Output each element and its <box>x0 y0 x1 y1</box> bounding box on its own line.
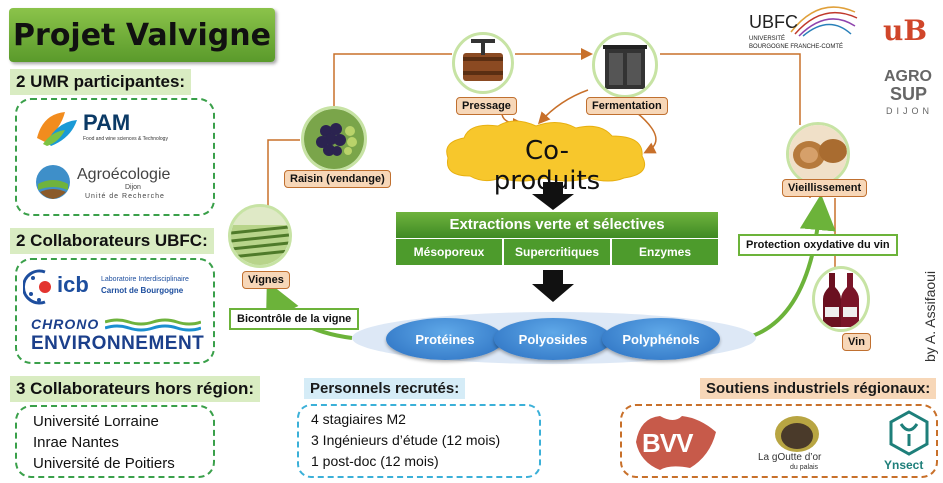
soutiens-heading: Soutiens industriels régionaux: <box>700 378 937 399</box>
soutiens-box: BVV La gOutte d’or du palais Ynsect <box>620 404 938 478</box>
ynsect-logo: Ynsect <box>884 410 934 476</box>
vin-label: Vin <box>842 333 871 351</box>
extractions-bar: Extractions verte et sélectives <box>396 212 718 238</box>
vieillissement-image <box>786 122 850 186</box>
goutte-line2: du palais <box>790 464 819 471</box>
product-polyosides: Polyosides <box>494 318 612 360</box>
agrosup-logo: AGRO SUP DIJON <box>872 68 936 120</box>
personnel-item: 1 post-doc (12 mois) <box>311 453 439 469</box>
bvv-leaf-icon <box>636 416 716 470</box>
author-credit: by A. Assifaoui <box>922 270 938 362</box>
fermentation-to-vieillissement-line <box>660 53 801 125</box>
hors-region-item: Université Lorraine <box>33 413 159 430</box>
method-enzymes: Enzymes <box>612 239 718 265</box>
extraction-methods: Mésoporeux Supercritiques Enzymes <box>396 239 718 265</box>
pressage-label: Pressage <box>456 97 517 115</box>
ub-logo: uB <box>874 12 936 48</box>
method-mesoporeux: Mésoporeux <box>396 239 502 265</box>
agrosup-line2: SUP <box>890 84 928 104</box>
raisin-image <box>301 106 367 172</box>
vignes-label: Vignes <box>242 271 290 289</box>
ubfc-name: UBFC <box>749 12 798 32</box>
fermentation-to-coproduits-arrow <box>537 89 589 125</box>
protection-tag: Protection oxydative du vin <box>738 234 898 256</box>
biocontrole-tag: Bicontrôle de la vigne <box>229 308 360 330</box>
fermentation-tank-icon <box>603 45 647 89</box>
goutte-drop-icon <box>775 416 819 452</box>
personnel-item: 3 Ingénieurs d’étude (12 mois) <box>311 432 501 448</box>
icb-line1: Laboratoire Interdisciplinaire <box>101 276 189 283</box>
agroecologie-name: Agroécologie <box>77 166 171 183</box>
pam-name: PAM <box>83 110 131 135</box>
agrosup-line1: AGRO <box>884 68 932 85</box>
pam-logo: PAM Food and wine sciences & Technology <box>35 108 175 152</box>
wine-bottles-icon <box>823 273 859 327</box>
bvv-text: BVV <box>642 428 693 458</box>
ynsect-icon <box>889 410 929 456</box>
fermentation-label: Fermentation <box>586 97 668 115</box>
ubfc-line2: BOURGOGNE FRANCHE-COMTÉ <box>749 44 844 50</box>
icb-molecule-icon <box>23 269 51 305</box>
pam-leaf-icon <box>37 112 77 146</box>
vignes-image <box>228 204 292 268</box>
extraction-down-arrow <box>532 270 574 302</box>
project-title-box: Projet Valvigne <box>9 8 275 62</box>
personnels-heading: Personnels recrutés: <box>304 378 466 399</box>
vin-image <box>812 266 870 332</box>
chrono-waves-icon <box>105 318 201 332</box>
agroecologie-logo: Agroécologie Dijon Unité de Recherche <box>31 160 201 208</box>
chrono-environnement-logo: CHRONO ENVIRONNEMENT <box>31 316 205 358</box>
goutte-dor-logo: La gOutte d’or du palais <box>750 410 860 476</box>
project-title: Projet Valvigne <box>13 17 271 53</box>
product-polyphenols: Polyphénols <box>602 318 720 360</box>
agroecologie-city: Dijon <box>125 184 141 191</box>
barrels-icon <box>789 125 847 183</box>
vineyard-icon <box>231 207 289 265</box>
raisin-label: Raisin (vendange) <box>284 170 391 188</box>
chrono-line2: ENVIRONNEMENT <box>31 333 205 354</box>
vieillissement-label: Vieillissement <box>782 179 868 197</box>
umr-heading: 2 UMR participantes: <box>10 69 192 95</box>
coproduits-cloud <box>446 120 646 182</box>
hors-region-item: Université de Poitiers <box>33 455 175 472</box>
ub-text: uB <box>882 13 928 47</box>
icb-logo: icb Laboratoire Interdisciplinaire Carno… <box>23 264 211 310</box>
pressage-image <box>452 32 514 94</box>
goutte-line1: La gOutte d’or <box>758 452 822 463</box>
method-supercritiques: Supercritiques <box>504 239 610 265</box>
personnel-item: 4 stagiaires M2 <box>311 411 406 427</box>
umr-box: PAM Food and wine sciences & Technology … <box>15 98 215 216</box>
ubfc-logo: UBFC UNIVERSITÉ BOURGOGNE FRANCHE-COMTÉ <box>745 2 860 58</box>
icb-line2: Carnot de Bourgogne <box>101 286 184 295</box>
hors-region-item: Inrae Nantes <box>33 434 119 451</box>
agrosup-line3: DIJON <box>886 106 933 116</box>
pam-subtitle: Food and wine sciences & Technology <box>83 136 168 142</box>
ubfc-collab-box: icb Laboratoire Interdisciplinaire Carno… <box>15 258 215 364</box>
coproduits-down-arrow <box>532 182 574 210</box>
protection-arrow <box>745 194 836 340</box>
wine-press-icon <box>463 39 503 81</box>
icb-name: icb <box>57 272 89 297</box>
agroecologie-subtitle: Unité de Recherche <box>85 193 165 200</box>
raisin-to-pressage-line <box>333 53 452 110</box>
ubfc-line1: UNIVERSITÉ <box>749 36 786 42</box>
coproduits-text: Co-produits <box>493 136 601 196</box>
fermentation-curve-arrow <box>635 111 657 154</box>
ynsect-name: Ynsect <box>884 458 924 472</box>
bvv-logo: BVV <box>630 412 722 472</box>
agroecologie-globe-icon <box>36 165 70 199</box>
chrono-line1: CHRONO <box>31 316 100 332</box>
product-proteines: Protéines <box>386 318 504 360</box>
personnels-box: 4 stagiaires M2 3 Ingénieurs d’étude (12… <box>297 404 541 478</box>
hors-region-heading: 3 Collaborateurs hors région: <box>10 376 261 402</box>
ubfc-swirl-icon <box>790 6 858 37</box>
fermentation-image <box>592 32 658 98</box>
ubfc-collab-heading: 2 Collaborateurs UBFC: <box>10 228 214 254</box>
hors-region-box: Université Lorraine Inrae Nantes Univers… <box>15 405 215 478</box>
grapes-icon <box>304 109 364 169</box>
